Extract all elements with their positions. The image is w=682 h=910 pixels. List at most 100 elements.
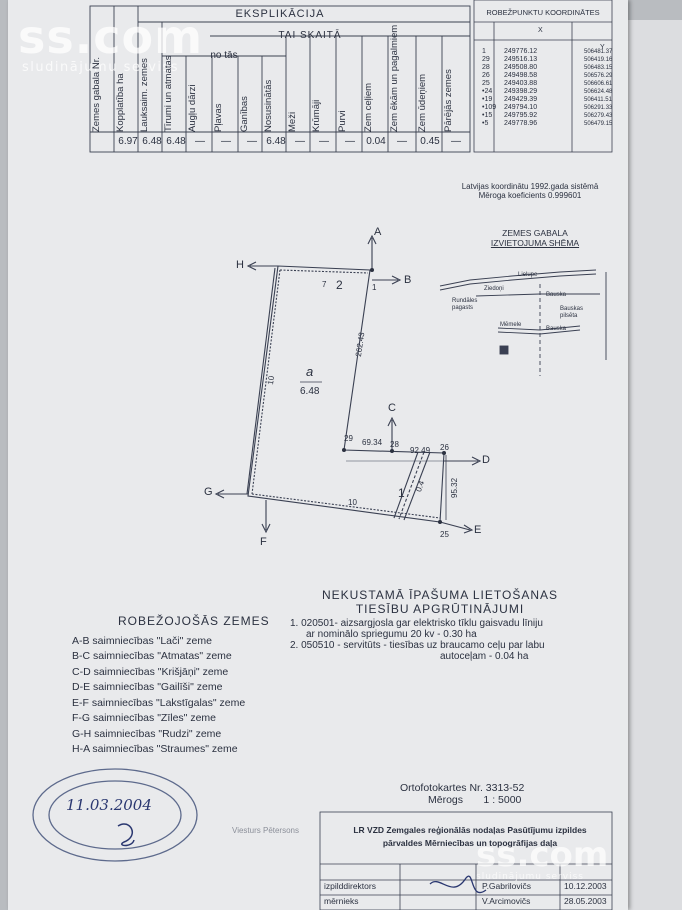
- ditch-label-10-west: 10: [266, 375, 277, 386]
- col-header-drained: Nosusinātās: [263, 79, 274, 132]
- plan-letter-d: D: [482, 454, 490, 466]
- dim-95-32: 95.32: [450, 477, 459, 498]
- watermark-bottom: ss.com sludinājumu serviss: [476, 838, 608, 882]
- plan-letter-g: G: [204, 486, 213, 498]
- explication-subtitle: TAI SKAITĀ: [278, 30, 342, 41]
- val-other: —: [451, 136, 461, 147]
- encumbrance-line: 2. 050510 - servitūts - tiesības uz brau…: [290, 640, 545, 651]
- dim-92-49: 92.49: [410, 446, 431, 455]
- encumbrance-line: ar nominālo spriegumu 20 kv - 0.30 ha: [306, 629, 477, 640]
- col-header-forests: Meži: [287, 111, 298, 132]
- point-29: 29: [344, 434, 353, 443]
- parcel-number-1: 1: [398, 486, 405, 500]
- plan-letter-a: A: [374, 226, 382, 238]
- val-arable: 6.48: [166, 136, 186, 147]
- map-label-bauskas-pilseta: Bauskas pilsēta: [560, 306, 584, 319]
- ditch-label-7: 7: [322, 280, 327, 289]
- point-1: 1: [372, 283, 377, 292]
- stamp-date-1: 10.12.2003: [564, 881, 607, 891]
- stamp-name-director: P.Gabrilovičs: [482, 881, 531, 891]
- map-label-rundale: Rundāles pagasts: [452, 298, 478, 311]
- explication-table: EKSPLIKĀCIJA TAI SKAITĀ no tās Zemes gab…: [90, 6, 470, 152]
- signature: [117, 823, 135, 847]
- map-scale: Mērogs 1 : 5000: [428, 794, 522, 806]
- val-orchards: —: [195, 136, 205, 147]
- boundary-item: H-A saimniecības "Straumes" zeme: [72, 743, 238, 755]
- ditch-label-10-south: 10: [348, 498, 357, 507]
- system-note: Latvijas koordinātu 1992.gada sistēmā Mē…: [440, 182, 620, 200]
- plan-letter-h: H: [236, 259, 244, 271]
- map-label-bauska: Bauska: [546, 292, 567, 298]
- system-note-line2: Mēroga koeficients 0.999601: [478, 191, 582, 200]
- point-28: 28: [390, 440, 399, 449]
- val-forests: —: [295, 136, 305, 147]
- val-buildings: —: [397, 136, 407, 147]
- encumbrances-title-2: TIESĪBU APGRŪTINĀJUMI: [355, 602, 525, 616]
- stamp-role-surveyor: mērnieks: [324, 896, 359, 906]
- col-header-bogs: Purvi: [337, 110, 348, 132]
- col-header-meadows: Pļavas: [213, 103, 224, 132]
- executor-stamp: LR VZD Zemgales reģionālās nodaļas Pasūt…: [320, 812, 612, 910]
- val-total-area: 6.97: [118, 136, 138, 147]
- val-drained: 6.48: [266, 136, 286, 147]
- stamp-grid: [319, 811, 613, 910]
- dim-69-34: 69.34: [362, 438, 383, 447]
- location-title-line2: IZVIETOJUMA SHĒMA: [490, 238, 580, 248]
- parcel-boundary: [214, 234, 482, 534]
- explication-no-tas: no tās: [210, 50, 238, 61]
- orthophoto-info: Ortofotokartes Nr. 3313-52 Mērogs 1 : 50…: [400, 782, 524, 806]
- map-label-lielupe: Lielupe: [518, 272, 538, 278]
- location-scheme-map: [439, 269, 607, 376]
- location-scheme-title: ZEMES GABALA IZVIETOJUMA SHĒMA: [470, 228, 600, 248]
- orthophoto-number: Ortofotokartes Nr. 3313-52: [400, 782, 525, 794]
- val-pastures: —: [247, 136, 257, 147]
- col-header-orchards: Augļu dārzi: [187, 84, 198, 132]
- boundary-item: D-E saimniecības "Gailīši" zeme: [72, 681, 223, 693]
- watermark-tagline: sludinājumu serviss: [22, 60, 180, 75]
- coord-y-header: Y: [600, 44, 605, 51]
- stamp-line1: LR VZD Zemgales reģionālās nodaļas Pasūt…: [353, 825, 587, 835]
- col-header-pastures: Ganības: [239, 96, 250, 132]
- col-header-buildings: Zem ēkām un pagalmiem: [389, 24, 400, 132]
- val-bogs: —: [345, 136, 355, 147]
- plan-letter-f: F: [260, 536, 267, 548]
- handwritten-date: 11.03.2004: [66, 796, 152, 814]
- val-agri: 6.48: [142, 136, 162, 147]
- boundary-item: G-H saimniecības "Rudzi" zeme: [72, 727, 222, 740]
- point-25: 25: [440, 530, 449, 539]
- encumbrance-line: 1. 020501- aizsargjosla gar elektrisko t…: [290, 618, 543, 629]
- watermark-tagline-2: sludinājumu serviss: [476, 872, 584, 882]
- coordinates-title: ROBEŽPUNKTU KOORDINĀTES: [486, 8, 600, 17]
- watermark-top: ss.com sludinājumu serviss: [18, 14, 203, 75]
- neighbouring-lands: ROBEŽOJOŠĀS ZEMES A-B saimniecības "Lači…: [72, 614, 270, 758]
- encumbrance-line: autoceļam - 0.04 ha: [440, 651, 529, 662]
- stamp-role-director: izpilddirektors: [324, 881, 376, 891]
- seal-name: Viesturs Pētersons: [232, 826, 299, 835]
- boundary-item: A-B saimniecības "Lači" zeme: [72, 634, 212, 647]
- parcel-number-2: 2: [336, 278, 343, 292]
- watermark-brand-2: ss.com: [476, 835, 609, 875]
- point-26: 26: [440, 443, 449, 452]
- val-meadows: —: [221, 136, 231, 147]
- boundary-item: C-D saimniecības "Krišjāņi" zeme: [72, 665, 229, 678]
- plan-letter-e: E: [474, 524, 482, 536]
- col-header-other: Pārējās zemes: [443, 69, 454, 132]
- col-header-shrubs: Krūmāji: [311, 99, 322, 132]
- stamp-header: LR VZD Zemgales reģionālās nodaļas Pasūt…: [330, 824, 610, 850]
- boundary-item: E-F saimniecības "Lakstīgalas" zeme: [72, 696, 246, 709]
- col-header-arable: Tīrumi un atmatas: [163, 55, 174, 132]
- val-shrubs: —: [319, 136, 329, 147]
- map-label-bauska-2: Bauska: [546, 326, 567, 332]
- boundaries-title: ROBEŽOJOŠĀS ZEMES: [118, 614, 270, 628]
- col-header-agri: Lauksaim. zemes: [139, 58, 150, 132]
